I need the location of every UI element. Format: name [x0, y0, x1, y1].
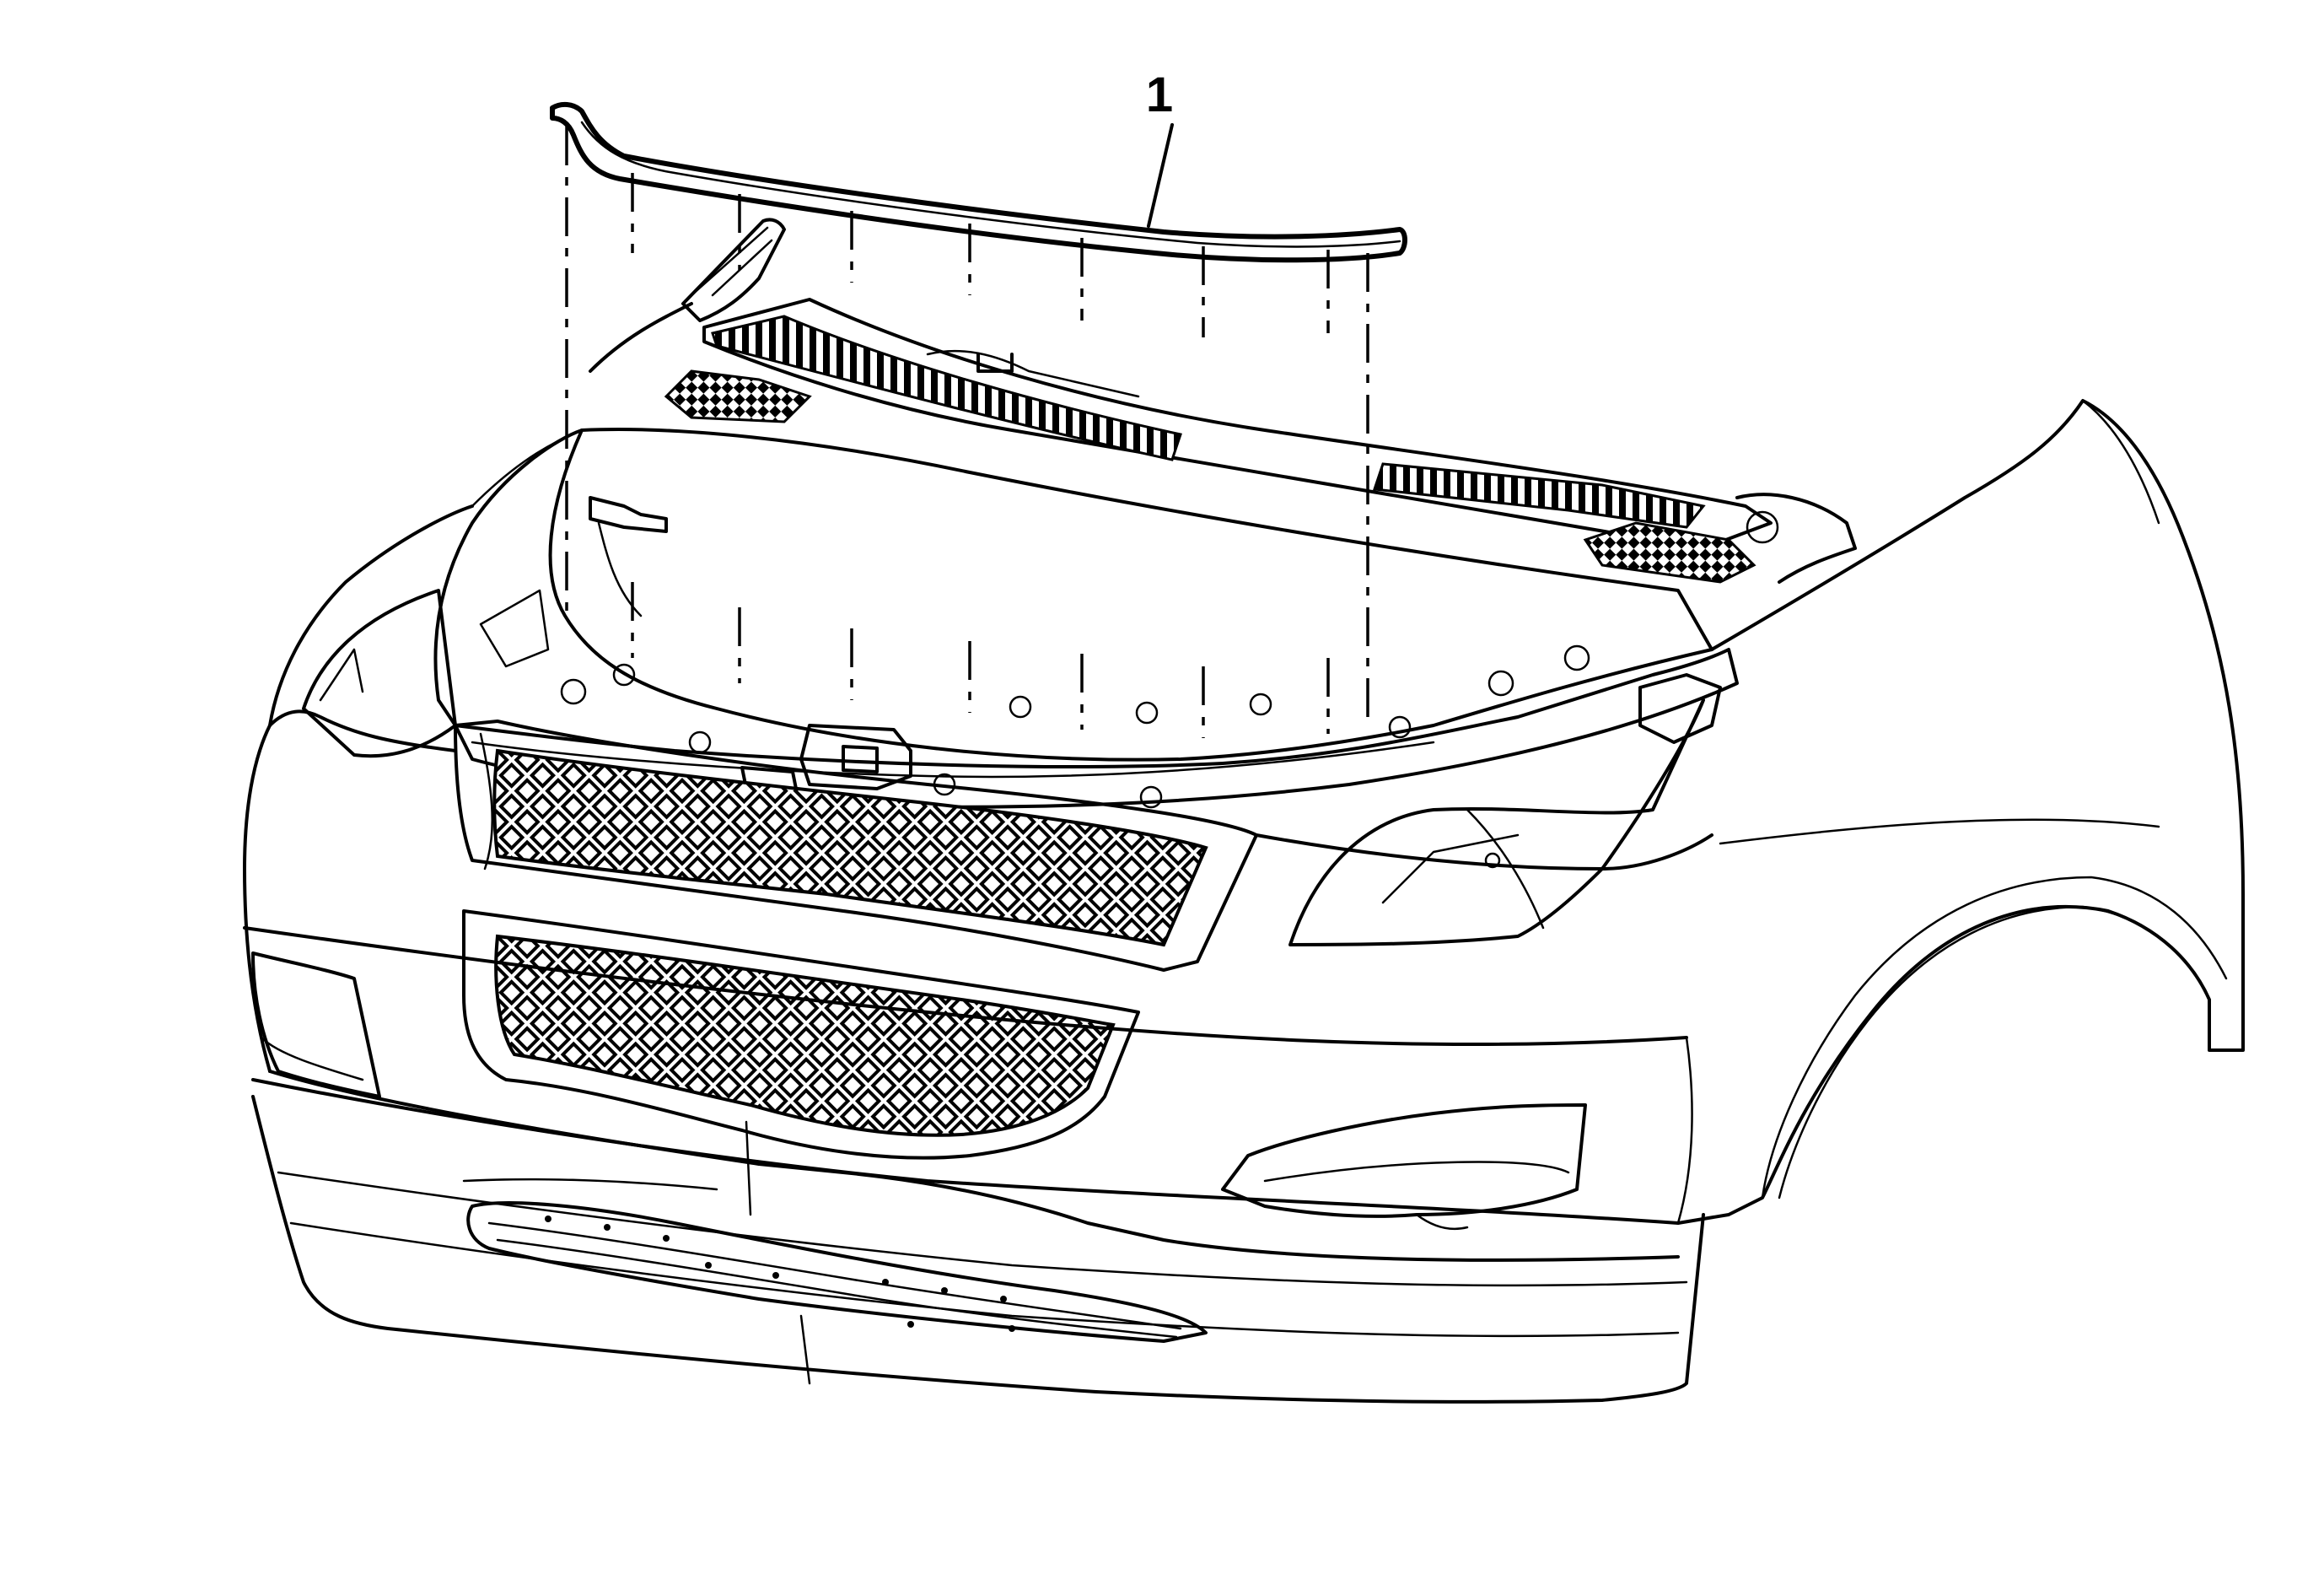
left-fender — [268, 429, 584, 727]
cowl-panel — [664, 298, 1857, 584]
lower-valance — [251, 1095, 1705, 1404]
headlamp-openings — [302, 589, 1722, 946]
callout-leader — [1147, 123, 1174, 228]
hood-hinge-left — [589, 218, 786, 373]
hood-front-seal — [550, 101, 1407, 263]
callout-label-1: 1 — [1146, 67, 1173, 122]
right-fender — [1676, 399, 2245, 1225]
upper-grille — [454, 720, 1258, 972]
front-fascia — [243, 709, 1713, 1231]
install-guide-lines — [565, 127, 1369, 738]
lower-grille — [462, 909, 1140, 1216]
